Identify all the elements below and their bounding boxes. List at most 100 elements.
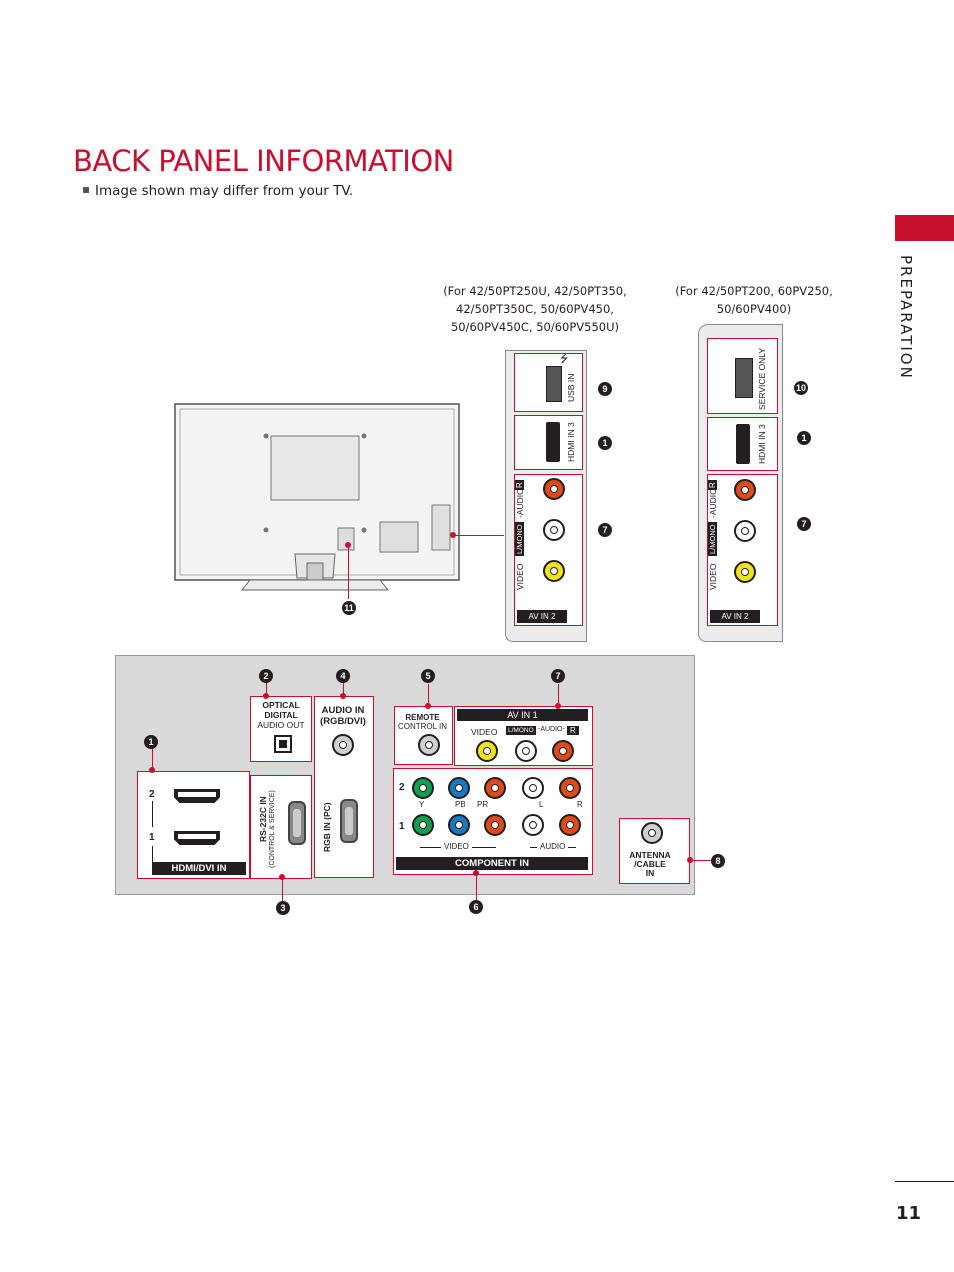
component-1-y-jack[interactable]	[412, 814, 434, 836]
antenna-jack[interactable]	[641, 822, 663, 844]
pr-label: PR	[477, 800, 489, 809]
audio-l-jack[interactable]	[543, 519, 565, 541]
usb-icon: ⭍	[560, 354, 569, 365]
audio-label: -AUDIO-	[515, 485, 525, 518]
rs232-port[interactable]	[288, 801, 306, 845]
optical-label: OPTICAL DIGITAL AUDIO OUT	[257, 700, 305, 730]
lmono-label: L/MONO	[708, 522, 717, 556]
leader-dot	[687, 857, 693, 863]
audio-l-jack[interactable]	[734, 520, 756, 542]
r-label: R	[515, 480, 524, 490]
audio-label: AUDIO	[537, 842, 569, 851]
callout-badge: 3	[276, 901, 290, 915]
av1-audio-label: -AUDIO-	[538, 726, 565, 733]
component-1-pr-jack[interactable]	[484, 814, 506, 836]
leader-line	[454, 535, 504, 536]
component-2-audio-l-jack[interactable]	[522, 777, 544, 799]
audio-r-jack[interactable]	[543, 478, 565, 500]
service-port	[735, 358, 753, 398]
callout-badge: 6	[469, 900, 483, 914]
component-2-audio-r-jack[interactable]	[559, 777, 581, 799]
av1-audio-r-jack[interactable]	[552, 740, 574, 762]
component-2-pb-jack[interactable]	[448, 777, 470, 799]
component-1-audio-l-jack[interactable]	[522, 814, 544, 836]
av1-audio-l-jack[interactable]	[515, 740, 537, 762]
page-number: 11	[896, 1203, 922, 1224]
pb-label: PB	[455, 800, 466, 809]
remote-label: REMOTE CONTROL IN	[397, 713, 448, 731]
r-label: R	[708, 480, 717, 490]
section-label: PREPARATION	[897, 255, 915, 380]
video-label: VIDEO	[708, 563, 718, 590]
video-jack[interactable]	[543, 560, 565, 582]
caption-models-a: (For 42/50PT250U, 42/50PT350, 42/50PT350…	[443, 284, 627, 334]
av1-video-jack[interactable]	[476, 740, 498, 762]
antenna-port-group	[619, 818, 690, 884]
av2-label: AV IN 2	[710, 610, 760, 623]
remote-port-group	[394, 706, 453, 765]
video-label: VIDEO	[441, 842, 472, 851]
callout-badge: 4	[336, 669, 350, 683]
usb-port	[546, 366, 562, 402]
leader-line	[266, 680, 267, 696]
leader-line	[282, 877, 283, 901]
callout-badge: 1	[144, 735, 158, 749]
hdmi3-port	[736, 424, 750, 464]
hdmi-1-port[interactable]	[174, 831, 220, 845]
audio-in-label: AUDIO IN (RGB/DVI)	[320, 705, 366, 727]
av1-video-label: VIDEO	[471, 727, 498, 737]
optical-port[interactable]	[274, 735, 292, 753]
leader-dot	[473, 870, 479, 876]
hdmi-label: HDMI/DVI IN	[152, 862, 246, 875]
remote-jack[interactable]	[418, 734, 440, 756]
hdmi-1-label: 1	[149, 832, 155, 843]
divider	[152, 801, 153, 827]
video-jack[interactable]	[734, 561, 756, 583]
callout-badge: 10	[794, 381, 808, 395]
y-label: Y	[419, 800, 425, 809]
tv-back-illustration	[174, 403, 460, 591]
page-title: BACK PANEL INFORMATION	[73, 144, 454, 178]
av2-port-group	[514, 474, 583, 626]
av1-r-label: R	[567, 726, 579, 735]
leader-dot	[263, 693, 269, 699]
leader-line	[152, 747, 153, 771]
leader-dot	[149, 767, 155, 773]
callout-badge: 11	[342, 601, 356, 615]
leader-dot	[450, 532, 456, 538]
audio-r-jack[interactable]	[734, 479, 756, 501]
rgb-label: RGB IN (PC)	[322, 802, 332, 852]
av2-label: AV IN 2	[517, 610, 567, 623]
callout-badge: 1	[598, 436, 612, 450]
caption-models-b: (For 42/50PT200, 60PV250, 50/60PV400)	[675, 284, 833, 316]
audio-in-jack[interactable]	[332, 734, 354, 756]
audio-label: -AUDIO-	[708, 485, 718, 518]
lmono-label: L/MONO	[515, 522, 524, 556]
hdmi3-label: HDMI IN 3	[757, 424, 767, 464]
component-2-y-jack[interactable]	[412, 777, 434, 799]
callout-badge: 2	[259, 669, 273, 683]
hdmi3-port	[546, 422, 560, 462]
divider	[152, 846, 153, 862]
component-1-pb-jack[interactable]	[448, 814, 470, 836]
callout-badge: 8	[711, 854, 725, 868]
callout-badge: 9	[598, 382, 612, 396]
l-label: L	[539, 800, 544, 809]
service-label: SERVICE ONLY	[757, 347, 767, 410]
rgb-port[interactable]	[340, 799, 358, 843]
callout-badge: 7	[797, 517, 811, 531]
service-port-group	[707, 338, 778, 414]
callout-badge: 1	[797, 431, 811, 445]
rs232-sub-label: (CONTROL & SERVICE)	[269, 790, 276, 868]
leader-line	[558, 684, 559, 706]
hdmi-2-label: 2	[149, 789, 155, 800]
component-2-pr-jack[interactable]	[484, 777, 506, 799]
pc-port-group	[314, 696, 374, 878]
video-label: VIDEO	[515, 563, 525, 590]
image-note: Image shown may differ from your TV.	[83, 183, 353, 199]
component-1-audio-r-jack[interactable]	[559, 814, 581, 836]
hdmi-2-port[interactable]	[174, 789, 220, 803]
r-label: R	[577, 800, 583, 809]
component-2-label: 2	[399, 782, 405, 793]
leader-line	[476, 873, 477, 901]
